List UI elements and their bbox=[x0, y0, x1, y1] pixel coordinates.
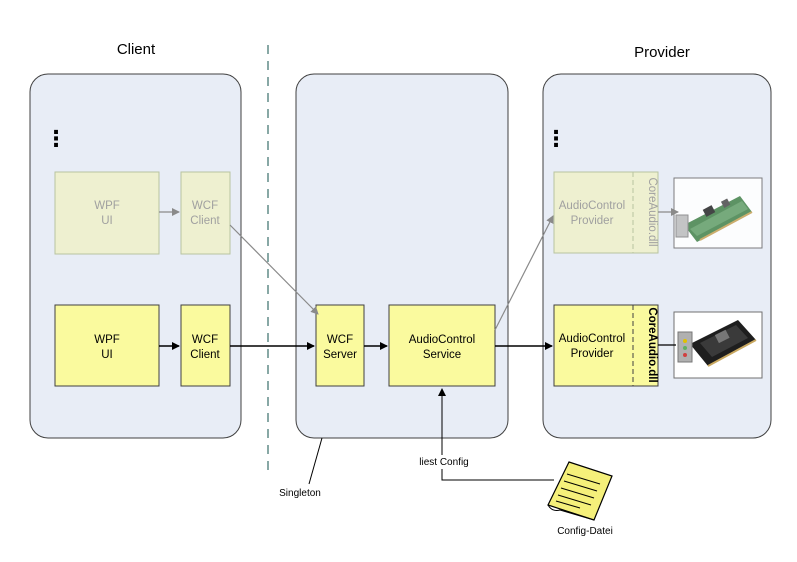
audiocontrol-provider-box-faded bbox=[553, 171, 659, 254]
audiocontrol-provider-box bbox=[553, 304, 659, 387]
liest-config-label: liest Config bbox=[419, 457, 468, 468]
wcf-client-line1: WCF bbox=[192, 334, 218, 346]
audiocontrol-service-box bbox=[388, 304, 496, 387]
liest-config-bg bbox=[416, 455, 471, 469]
provider-title: Provider bbox=[634, 44, 690, 61]
wcf-client-faded-line1: WCF bbox=[192, 200, 218, 212]
coreaudio-dll-faded: CoreAudio.dll bbox=[646, 177, 658, 246]
config-document-icon bbox=[547, 461, 613, 521]
sound-card-image-faded bbox=[673, 177, 763, 249]
wpf-ui-faded-line2: UI bbox=[101, 215, 113, 227]
wcf-client-box bbox=[180, 304, 231, 387]
provider-faded-line1: AudioControl bbox=[559, 200, 625, 212]
wcf-server-line1: WCF bbox=[327, 334, 353, 346]
singleton-callout-line bbox=[308, 437, 323, 485]
wcf-server-line2: Server bbox=[323, 349, 357, 361]
client-title: Client bbox=[117, 41, 156, 58]
client-more-ellipsis: ⋮ bbox=[45, 127, 67, 152]
wcf-client-box-faded bbox=[180, 171, 231, 255]
coreaudio-dll: CoreAudio.dll bbox=[646, 307, 658, 382]
arrow-service-to-provider-faded bbox=[494, 215, 554, 331]
sound-card-image bbox=[673, 311, 763, 379]
provider-line2: Provider bbox=[571, 348, 614, 360]
provider-more-ellipsis: ⋮ bbox=[545, 127, 567, 152]
wcf-server-box bbox=[315, 304, 365, 387]
config-read-connector bbox=[438, 388, 554, 481]
wcf-client-line2: Client bbox=[190, 349, 220, 361]
audiocontrol-service-line2: Service bbox=[423, 349, 461, 361]
provider-line1: AudioControl bbox=[559, 333, 625, 345]
singleton-label: Singleton bbox=[279, 488, 321, 499]
wcf-client-faded-line2: Client bbox=[190, 215, 220, 227]
wpf-ui-line1: WPF bbox=[94, 334, 120, 346]
wpf-ui-box-faded bbox=[54, 171, 160, 255]
wpf-ui-faded-line1: WPF bbox=[94, 200, 120, 212]
audiocontrol-service-line1: AudioControl bbox=[409, 334, 475, 346]
config-datei-label: Config-Datei bbox=[557, 526, 613, 537]
provider-faded-line2: Provider bbox=[571, 215, 614, 227]
arrow-wcfclient-faded-to-wcfserver bbox=[229, 224, 319, 315]
wpf-ui-line2: UI bbox=[101, 349, 113, 361]
